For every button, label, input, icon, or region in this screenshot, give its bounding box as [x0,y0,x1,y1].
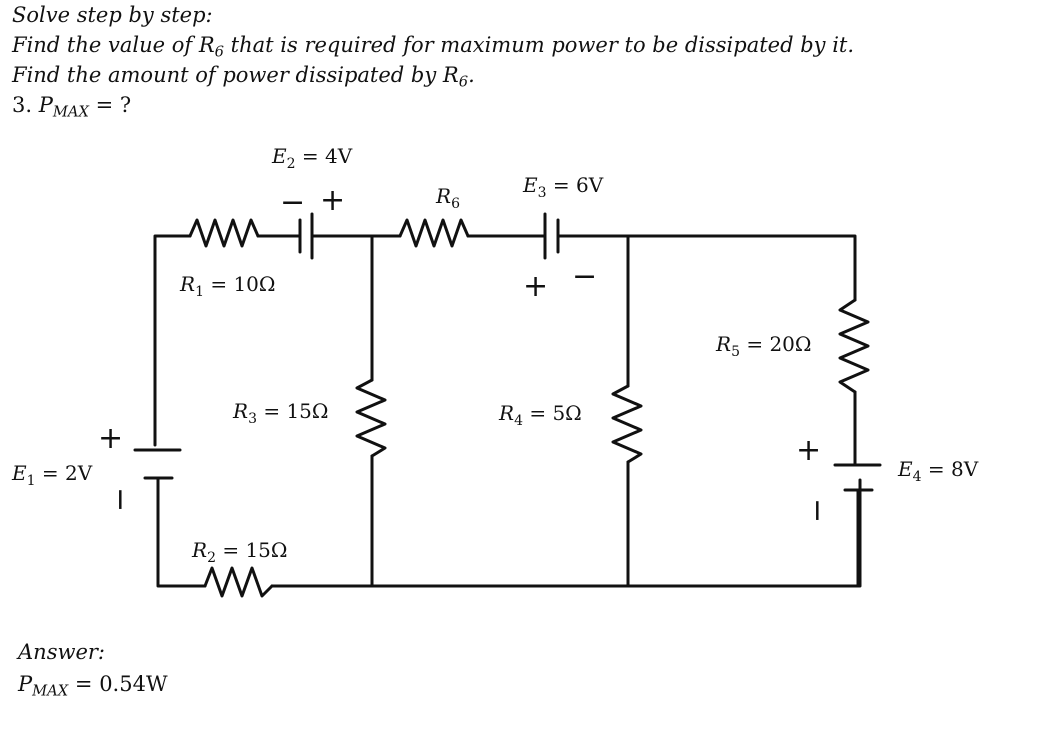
wire-top-right [556,234,857,302]
resistor-r1 [188,218,260,248]
e1-minus-sign: − [103,487,138,512]
problem-statement: Solve step by step: Find the value of R6… [12,0,854,120]
e2-minus-sign: − [280,185,305,220]
e1-plus-sign: + [98,421,123,456]
answer-label: Answer: [18,640,105,664]
resistor-r5 [838,298,870,394]
label-r1: R1 = 10Ω [179,272,276,300]
question-2: Find the amount of power dissipated by R… [12,63,475,91]
resistor-r3 [355,378,387,458]
label-e1: E1 = 2V [11,461,93,489]
question-3: 3. PMAX = ? [12,93,132,121]
e4-plus-sign: + [796,433,821,468]
e3-minus-sign: − [572,259,597,294]
label-r2: R2 = 15Ω [191,538,288,566]
label-e2: E2 = 4V [271,144,353,172]
resistor-r2 [203,566,274,598]
label-r5: R5 = 20Ω [715,332,812,360]
label-r4: R4 = 5Ω [498,401,582,429]
label-e3: E3 = 6V [522,173,604,201]
resistor-r6 [398,218,470,248]
wire-top-left [153,234,192,258]
label-r6: R6 [435,184,460,212]
problem-heading: Solve step by step: [12,3,213,27]
resistor-r4 [611,384,643,464]
wire-bottom [270,478,862,588]
answer-block: Answer: PMAX = 0.54W [18,636,168,700]
answer-value: PMAX = 0.54W [18,672,168,700]
question-1: Find the value of R6 that is required fo… [12,33,855,61]
label-e4: E4 = 8V [897,457,979,485]
e4-minus-sign: − [800,498,835,523]
e2-plus-sign: + [320,183,345,218]
wire-left-lower [156,476,207,588]
label-r3: R3 = 15Ω [232,399,329,427]
e3-plus-sign: + [523,269,548,304]
